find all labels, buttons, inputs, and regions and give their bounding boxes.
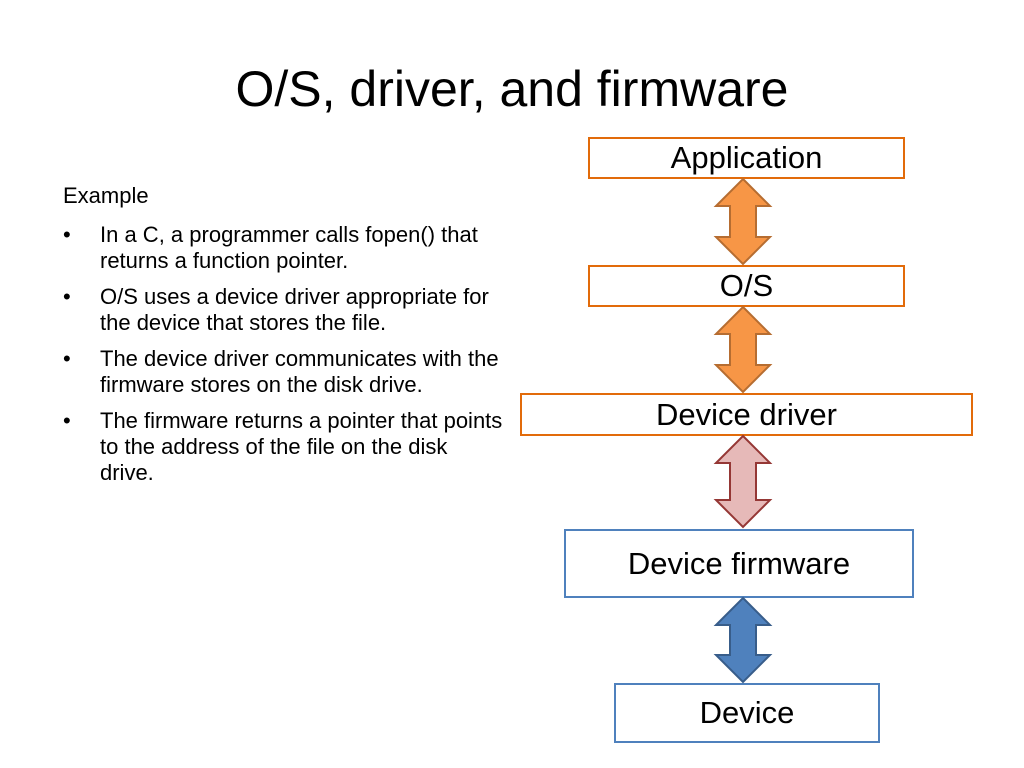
bullet-icon: • [63, 222, 71, 247]
device-driver-box: Device driver [520, 393, 973, 436]
os-box: O/S [588, 265, 905, 307]
slide-title: O/S, driver, and firmware [235, 61, 789, 117]
arrow-application-os [713, 177, 773, 266]
arrow-os-driver [713, 305, 773, 394]
list-item: • In a C, a programmer calls fopen() that… [63, 222, 503, 274]
bullet-text: The firmware returns a pointer that poin… [100, 407, 503, 485]
application-box: Application [588, 137, 905, 179]
bullet-text: O/S uses a device driver appropriate for… [100, 283, 489, 335]
device-box: Device [614, 683, 880, 743]
bullet-text: In a C, a programmer calls fopen() that … [100, 222, 478, 273]
list-item: • O/S uses a device driver appropriate fo… [63, 284, 503, 336]
example-heading: Example [63, 183, 149, 208]
arrow-driver-firmware [713, 434, 773, 529]
bullet-list: • In a C, a programmer calls fopen() that… [63, 222, 503, 496]
arrow-firmware-device [713, 596, 773, 684]
bullet-icon: • [63, 345, 71, 371]
bullet-icon: • [63, 407, 71, 433]
bullet-text: The device driver communicates with the … [100, 345, 499, 397]
list-item: • The firmware returns a pointer that poi… [63, 408, 503, 486]
list-item: • The device driver communicates with the… [63, 346, 503, 398]
device-firmware-box: Device firmware [564, 529, 914, 598]
bullet-icon: • [63, 283, 71, 309]
